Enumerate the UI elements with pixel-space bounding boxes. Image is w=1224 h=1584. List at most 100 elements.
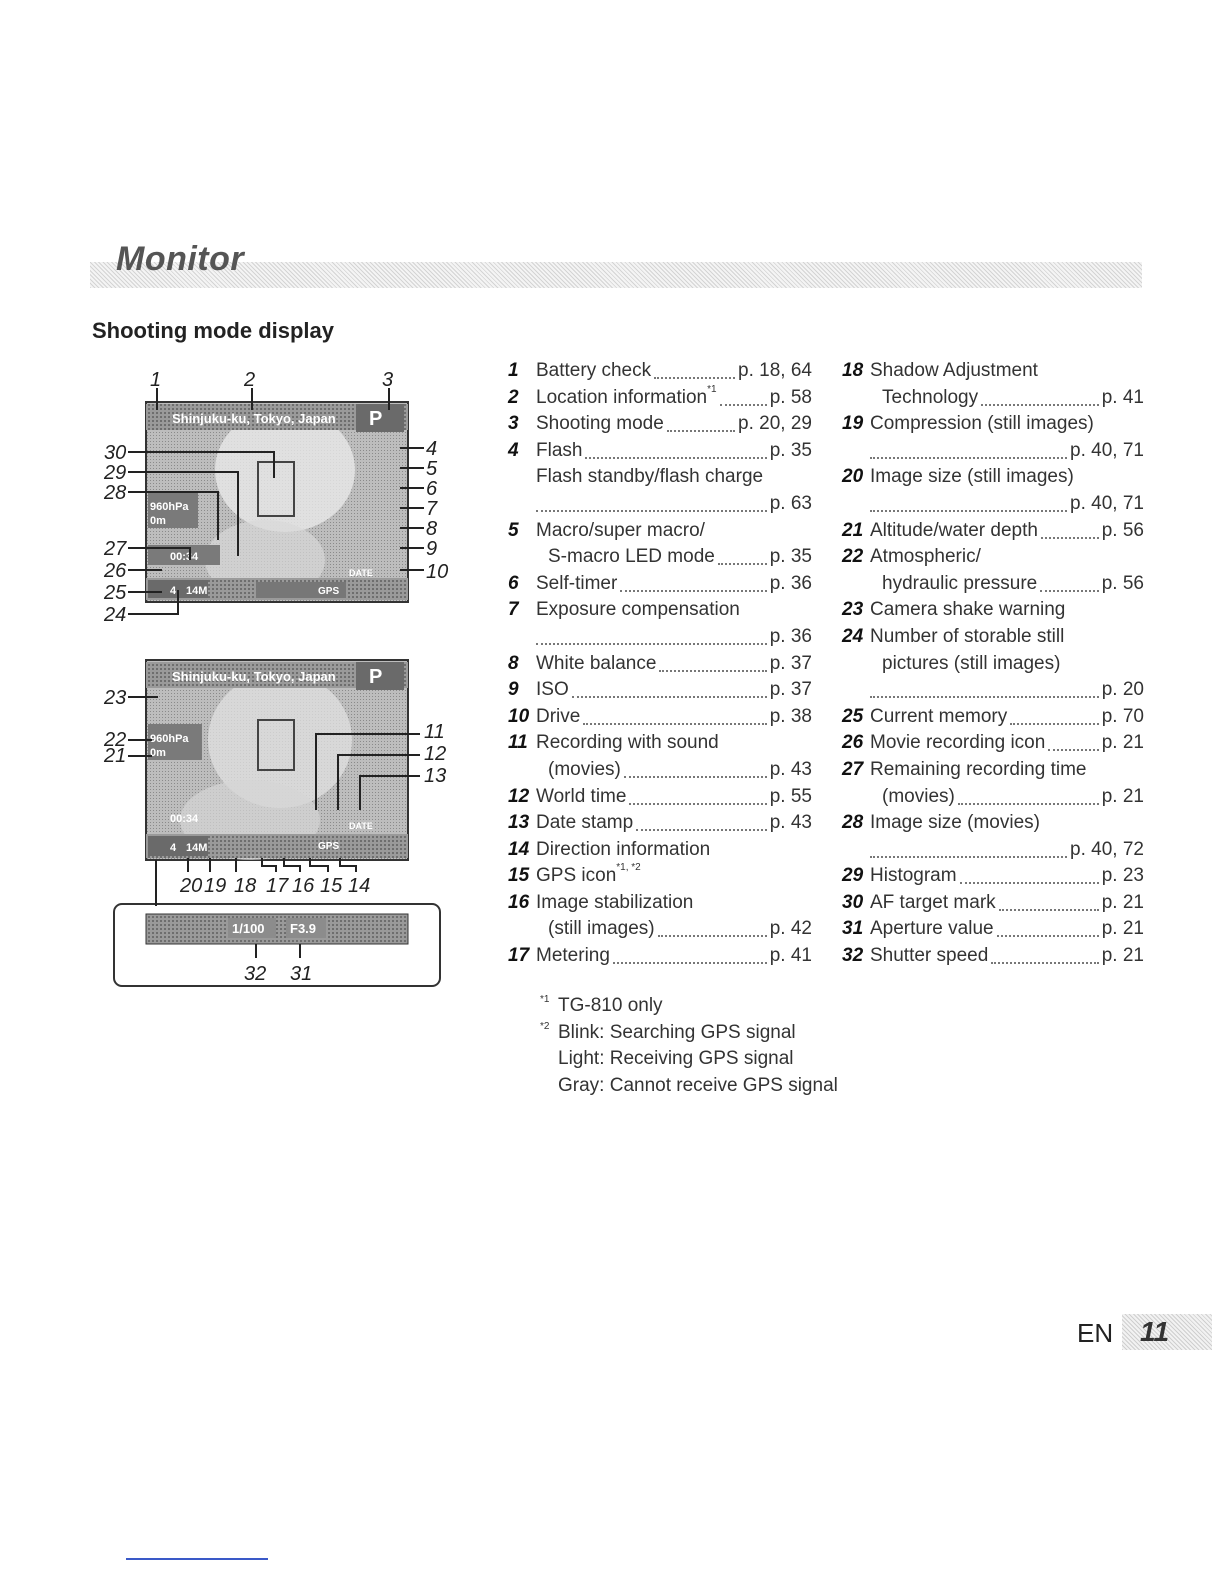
screen2-mode: P bbox=[369, 666, 382, 688]
bottom-rule bbox=[126, 1558, 268, 1560]
legend-page-ref: p. 41 bbox=[1102, 385, 1144, 412]
legend-label: Remaining recording time bbox=[870, 757, 1087, 784]
leader-dots bbox=[654, 377, 735, 379]
legend-entry: 15GPS icon*1, *2 bbox=[508, 863, 812, 890]
legend-label: Battery check bbox=[536, 358, 651, 385]
screen2-altitude: 0m bbox=[150, 747, 166, 759]
legend-label: Flash bbox=[536, 438, 582, 465]
legend-number: 3 bbox=[508, 411, 519, 438]
screen1-altitude: 0m bbox=[150, 515, 166, 527]
screen1-gps: GPS bbox=[318, 586, 339, 597]
legend-page-ref: p. 38 bbox=[770, 704, 812, 731]
legend-entry: Technologyp. 41 bbox=[842, 385, 1144, 412]
legend-number: 27 bbox=[842, 757, 863, 784]
callout-2: 2 bbox=[243, 369, 255, 391]
legend-page-ref: p. 20, 29 bbox=[738, 411, 812, 438]
leader-dots bbox=[667, 430, 735, 432]
screen1-location: Shinjuku-ku, Tokyo, Japan bbox=[172, 411, 336, 426]
legend-label: Image size (still images) bbox=[870, 464, 1074, 491]
screen1-date: DATE bbox=[349, 568, 373, 578]
screen1-mode: P bbox=[369, 408, 382, 430]
legend-entry: 27 Remaining recording time bbox=[842, 757, 1144, 784]
legend-entry: p. 40, 72 bbox=[842, 837, 1144, 864]
screen2-image-size: 14M bbox=[186, 842, 207, 854]
leader-dots bbox=[999, 909, 1099, 911]
legend-number: 12 bbox=[508, 784, 529, 811]
legend-label: White balance bbox=[536, 651, 656, 678]
leader-dots bbox=[1040, 590, 1099, 592]
footnote-text: Light: Receiving GPS signal bbox=[558, 1046, 794, 1073]
legend-page-ref: p. 40, 71 bbox=[1070, 491, 1144, 518]
callout-20: 20 bbox=[179, 875, 202, 897]
legend-page-ref: p. 56 bbox=[1102, 518, 1144, 545]
legend-page-ref: p. 20 bbox=[1102, 677, 1144, 704]
legend-page-ref: p. 41 bbox=[770, 943, 812, 970]
legend-label: pictures (still images) bbox=[882, 651, 1060, 678]
legend-page-ref: p. 18, 64 bbox=[738, 358, 812, 385]
page-number: 11 bbox=[1140, 1316, 1169, 1348]
legend-number: 21 bbox=[842, 518, 863, 545]
language-label: EN bbox=[1077, 1318, 1113, 1349]
legend-page-ref: p. 35 bbox=[770, 544, 812, 571]
legend-entry: 29Histogramp. 23 bbox=[842, 863, 1144, 890]
legend-number: 2 bbox=[508, 385, 519, 412]
callout-10: 10 bbox=[426, 561, 448, 583]
legend-page-ref: p. 36 bbox=[770, 571, 812, 598]
legend-label: Direction information bbox=[536, 837, 710, 864]
legend-number: 9 bbox=[508, 677, 519, 704]
legend-label: (still images) bbox=[548, 916, 655, 943]
legend-entry: 12World timep. 55 bbox=[508, 784, 812, 811]
legend-number: 30 bbox=[842, 890, 863, 917]
callout-24: 24 bbox=[103, 604, 126, 626]
footnote-mark: *1 bbox=[540, 995, 549, 1005]
legend-page-ref: p. 43 bbox=[770, 757, 812, 784]
legend-label: AF target mark bbox=[870, 890, 996, 917]
callout-6: 6 bbox=[426, 478, 438, 500]
legend-entry: 22Atmospheric/ bbox=[842, 544, 1144, 571]
footnote-text: Gray: Cannot receive GPS signal bbox=[558, 1073, 838, 1100]
legend-number: 25 bbox=[842, 704, 863, 731]
legend-label: Exposure compensation bbox=[536, 597, 740, 624]
legend-label: Shooting mode bbox=[536, 411, 664, 438]
legend-label: Current memory bbox=[870, 704, 1007, 731]
footnote-mark: *2 bbox=[540, 1022, 549, 1032]
legend-page-ref: p. 21 bbox=[1102, 784, 1144, 811]
screen-3 bbox=[114, 904, 440, 986]
legend-entry: 5Macro/super macro/ bbox=[508, 518, 812, 545]
legend-entry: 17Meteringp. 41 bbox=[508, 943, 812, 970]
legend-page-ref: p. 35 bbox=[770, 438, 812, 465]
legend-label: ISO bbox=[536, 677, 569, 704]
legend-page-ref: p. 21 bbox=[1102, 730, 1144, 757]
legend-entry: 24Number of storable still bbox=[842, 624, 1144, 651]
callout-9: 9 bbox=[426, 538, 437, 560]
callout-27: 27 bbox=[103, 538, 127, 560]
legend-label: hydraulic pressure bbox=[882, 571, 1037, 598]
legend-page-ref: p. 36 bbox=[770, 624, 812, 651]
callout-31: 31 bbox=[290, 963, 312, 985]
legend-entry: p. 40, 71 bbox=[842, 438, 1144, 465]
callout-29: 29 bbox=[103, 462, 126, 484]
legend-number: 6 bbox=[508, 571, 519, 598]
callout-17: 17 bbox=[266, 875, 289, 897]
legend-page-ref: p. 40, 72 bbox=[1070, 837, 1144, 864]
legend-label: Drive bbox=[536, 704, 580, 731]
legend-page-ref: p. 23 bbox=[1102, 863, 1144, 890]
legend-label: Aperture value bbox=[870, 916, 994, 943]
leader-dots bbox=[659, 670, 767, 672]
legend-number: 16 bbox=[508, 890, 529, 917]
legend-label: Self-timer bbox=[536, 571, 617, 598]
legend-label: S-macro LED mode bbox=[548, 544, 715, 571]
legend-entry: 7Exposure compensation bbox=[508, 597, 812, 624]
legend-entry: (movies) p. 43 bbox=[508, 757, 812, 784]
legend-label: Camera shake warning bbox=[870, 597, 1065, 624]
legend-number: 32 bbox=[842, 943, 863, 970]
legend-entry: 30AF target markp. 21 bbox=[842, 890, 1144, 917]
legend-label: (movies) bbox=[548, 757, 621, 784]
leader-dots bbox=[1041, 537, 1099, 539]
legend-page-ref: p. 42 bbox=[770, 916, 812, 943]
